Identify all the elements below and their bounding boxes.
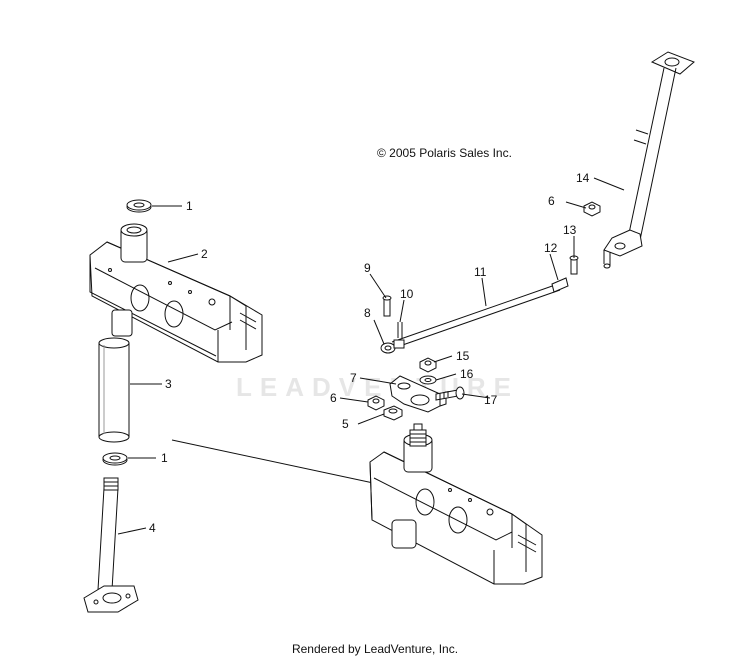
callout-16: 16 (460, 367, 474, 381)
part-stud-10 (397, 322, 403, 338)
callout-1-lower: 1 (161, 451, 168, 465)
callout-14: 14 (576, 171, 590, 185)
callout-6-right: 6 (548, 194, 555, 208)
part-nut-15 (419, 357, 437, 373)
leader-line-frame (171, 439, 379, 485)
callout-15: 15 (456, 349, 470, 363)
part-spindle-stub (409, 423, 427, 447)
part-upper-steering-column (603, 51, 695, 269)
part-washer-lower (102, 452, 128, 466)
callout-11: 11 (474, 265, 487, 279)
callout-17: 17 (484, 393, 498, 407)
footer-credit: Rendered by LeadVenture, Inc. (291, 642, 459, 656)
part-tie-rod-end (569, 255, 579, 275)
callout-6-left: 6 (330, 391, 337, 405)
callout-7: 7 (350, 371, 357, 385)
part-frame-upper-left (89, 223, 263, 363)
callout-2: 2 (201, 247, 208, 261)
callout-12: 12 (544, 241, 558, 255)
part-steering-post (83, 477, 139, 613)
callout-1-upper: 1 (186, 199, 193, 213)
part-bolt-17 (435, 386, 465, 401)
part-bolt-9 (382, 295, 392, 317)
callout-8: 8 (364, 306, 371, 320)
callout-9: 9 (364, 261, 371, 275)
part-nut-5 (383, 405, 403, 421)
part-washer-upper (126, 199, 152, 213)
part-nut-6-left (367, 395, 385, 411)
callout-4: 4 (149, 521, 156, 535)
callout-3: 3 (165, 377, 172, 391)
part-frame-lower-right (369, 433, 543, 585)
callout-10: 10 (400, 287, 414, 301)
part-washer-16 (419, 375, 437, 385)
part-nut-6-right (583, 201, 601, 217)
copyright-text: © 2005 Polaris Sales Inc. (377, 146, 512, 160)
callout-13: 13 (563, 223, 577, 237)
callout-5: 5 (342, 417, 349, 431)
part-tie-rod (380, 277, 569, 354)
part-steering-shaft-tube (98, 337, 130, 443)
callout-leaders (117, 177, 625, 535)
